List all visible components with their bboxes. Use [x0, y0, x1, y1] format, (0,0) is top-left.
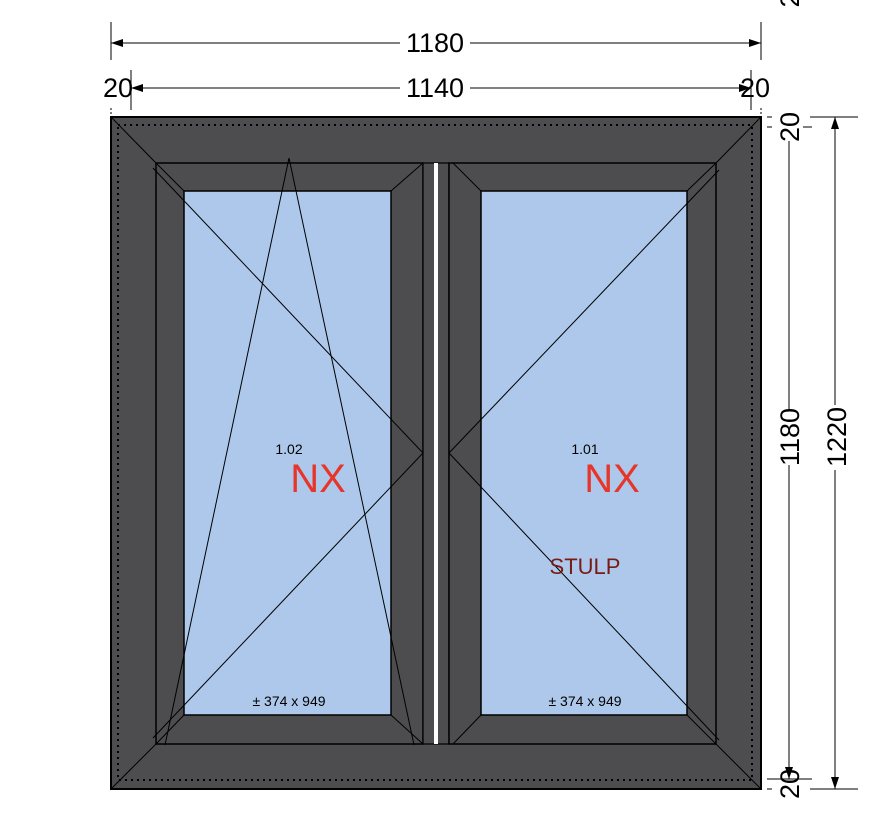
glass-size-left: ± 374 x 949 — [252, 693, 325, 709]
glass-pane-left — [183, 190, 392, 716]
glass-size-right: ± 374 x 949 — [548, 693, 621, 709]
cutoff-dimension-label: 2 — [775, 0, 805, 8]
sash-id-right: 1.01 — [571, 441, 598, 457]
sash-type-right: NX — [584, 457, 640, 501]
right-offset-label: 20 — [740, 73, 770, 103]
inner-width-label: 1140 — [406, 73, 464, 103]
dimension-inner-width — [110, 70, 762, 117]
stulp-mullion — [422, 162, 450, 745]
bottom-offset-label: 20 — [775, 769, 805, 799]
overall-width-label: 1180 — [406, 28, 464, 58]
dimension-heights — [767, 116, 858, 790]
glass-pane-right — [480, 190, 688, 716]
stulp-label: STULP — [550, 554, 621, 579]
sash-type-left: NX — [290, 457, 346, 501]
sash-id-left: 1.02 — [275, 441, 302, 457]
sash-right[interactable] — [448, 162, 720, 745]
inner-height-label: 1180 — [775, 408, 805, 466]
dimension-overall-width — [110, 22, 762, 60]
top-offset-label: 20 — [775, 112, 805, 142]
overall-height-label: 1220 — [822, 407, 852, 467]
left-offset-label: 20 — [103, 73, 133, 103]
